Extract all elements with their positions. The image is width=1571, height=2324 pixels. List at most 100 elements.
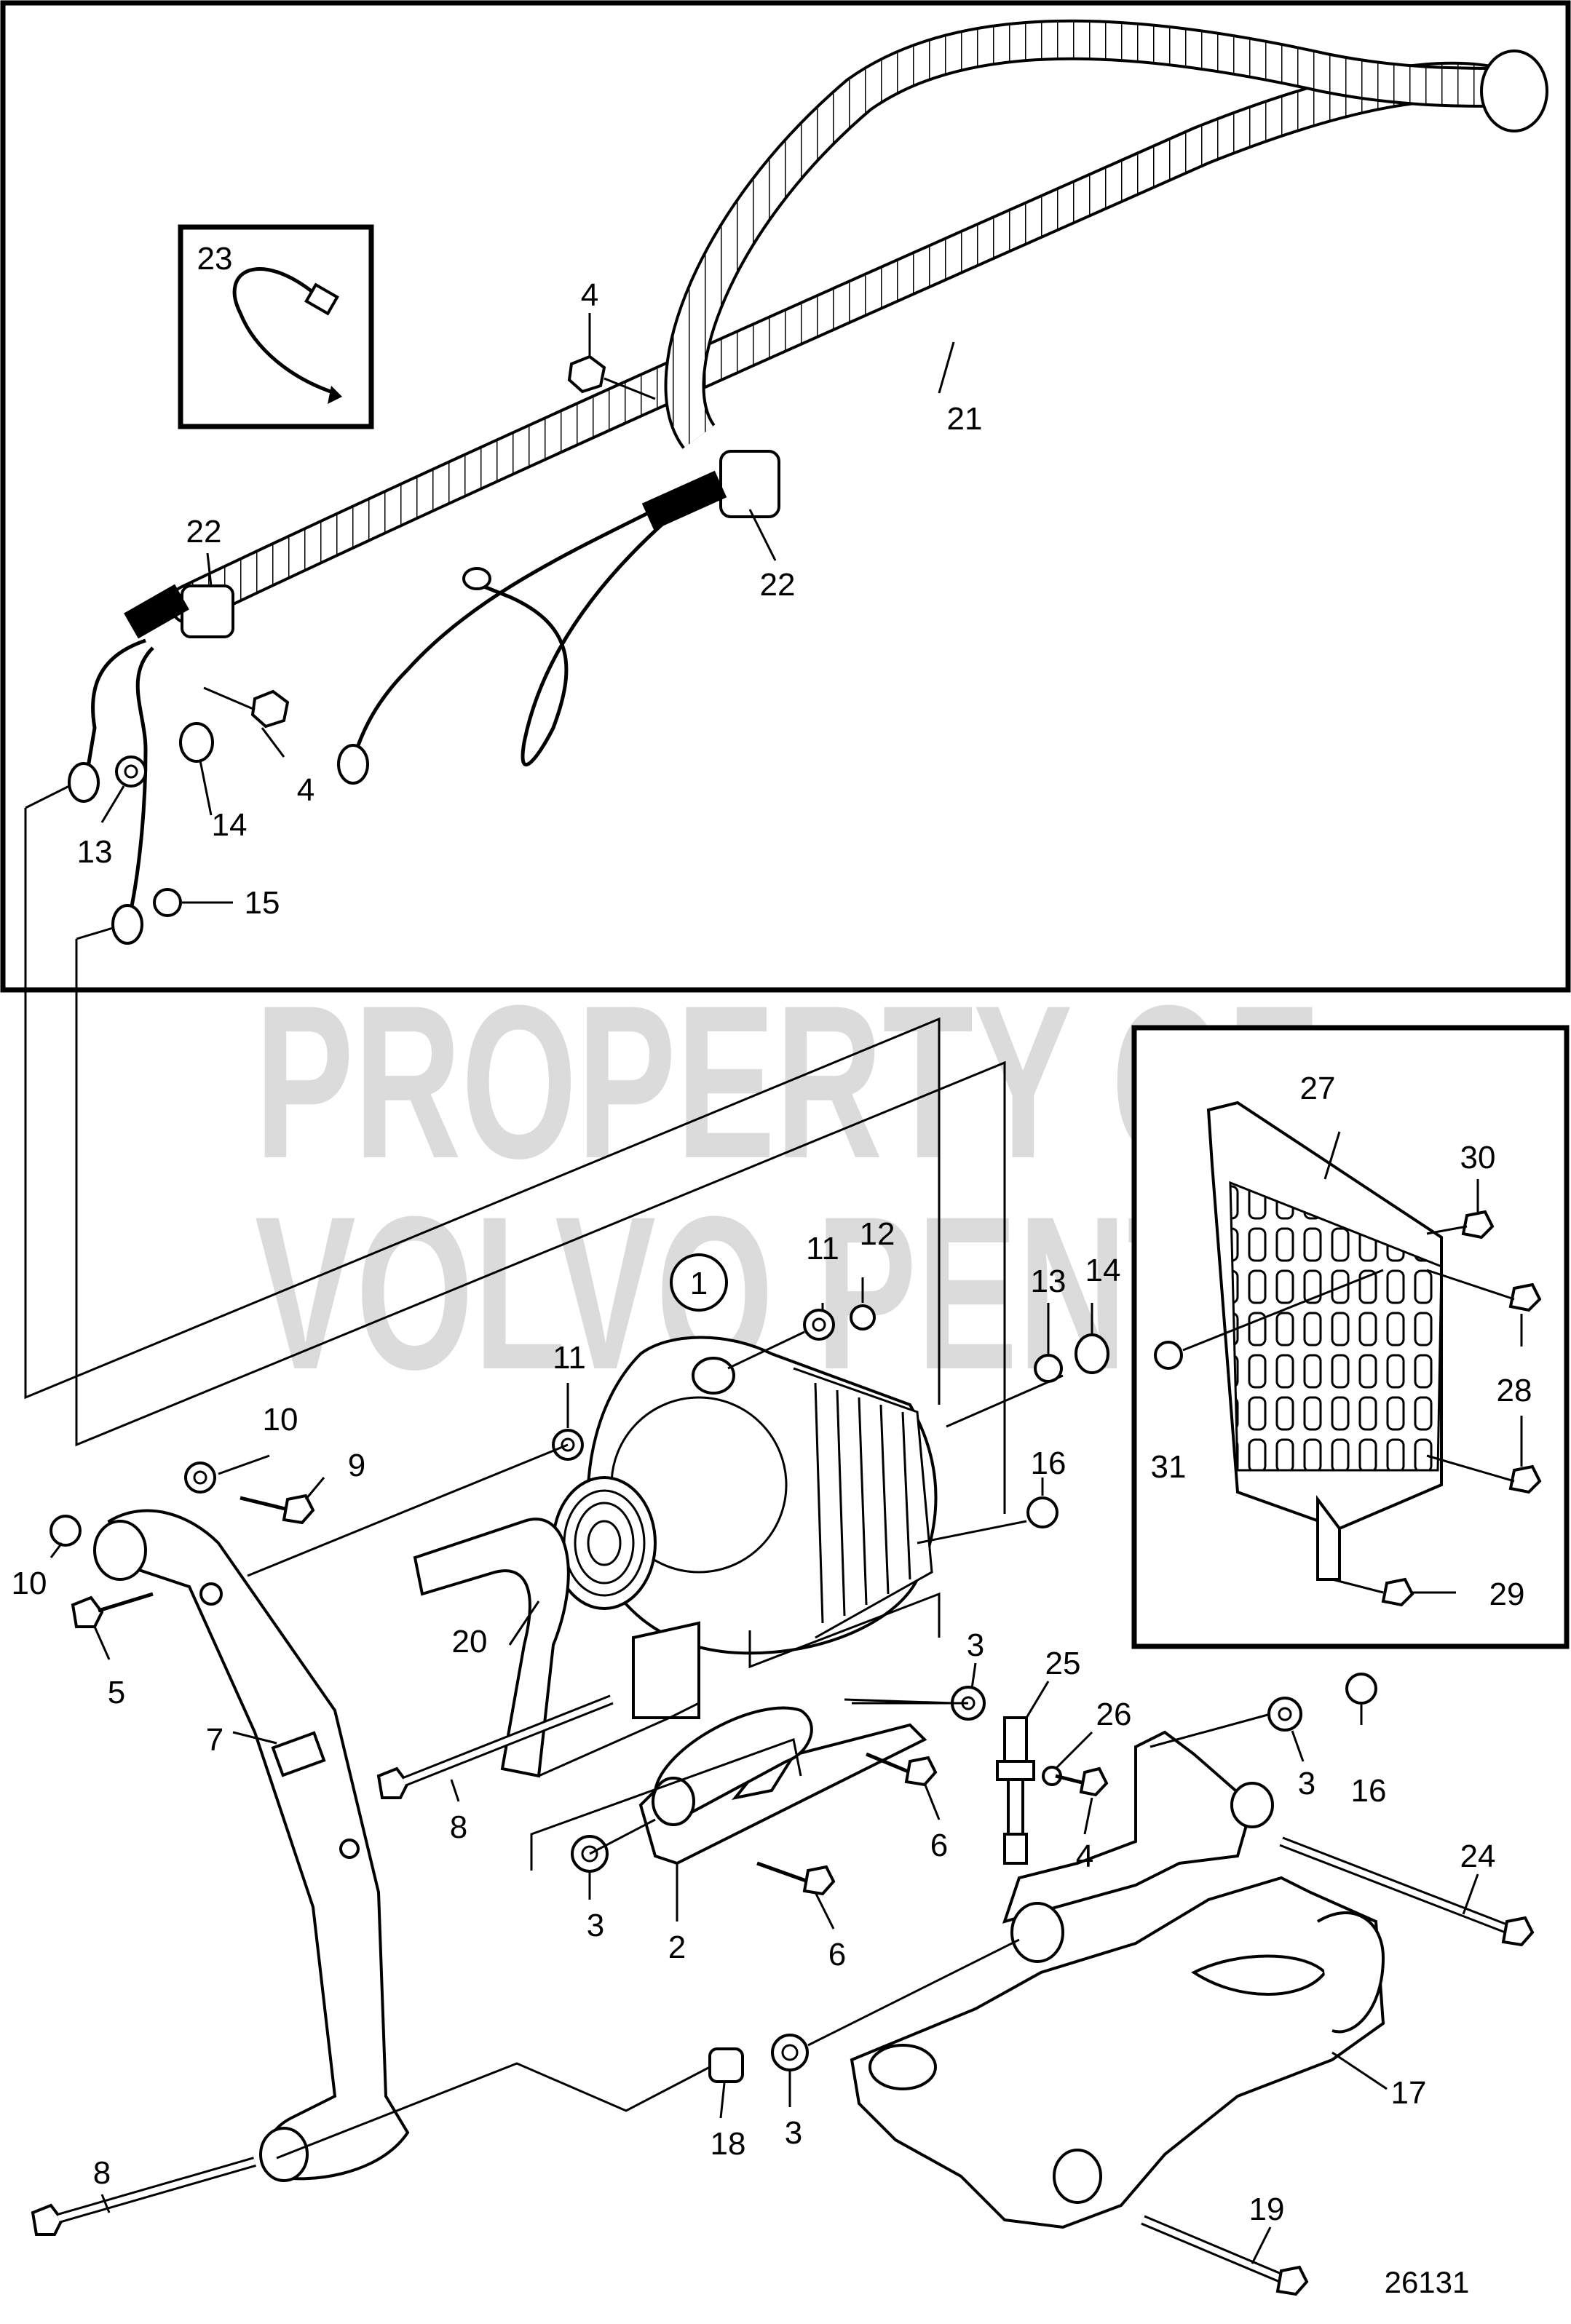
callout-17: 17 (1391, 2075, 1427, 2111)
nut-16a (1026, 1496, 1058, 1528)
callout-labels: 23 4 21 22 22 4 13 14 15 27 30 28 31 29 … (12, 241, 1532, 2227)
cable-lug-left-2 (129, 646, 154, 911)
callout-29: 29 (1489, 1577, 1525, 1612)
leader-lines-upper (25, 313, 955, 940)
callout-6-lower: 6 (828, 1937, 846, 1972)
callout-24: 24 (1460, 1839, 1496, 1874)
screw-30 (1426, 1179, 1495, 1240)
callout-21: 21 (947, 401, 983, 437)
cable-tie-head (304, 282, 339, 316)
bracket-arm-clip (271, 1731, 326, 1777)
callout-25: 25 (1045, 1646, 1081, 1681)
callout-16-lower: 16 (1351, 1773, 1387, 1809)
callout-30: 30 (1460, 1140, 1496, 1175)
callout-3-bottom: 3 (785, 2115, 802, 2151)
callout-18: 18 (711, 2126, 746, 2162)
engine-bracket (850, 1876, 1385, 2229)
cover-slot-grid (1229, 1181, 1443, 1472)
callout-4-upper-b: 4 (297, 772, 314, 808)
bracket-arm-eye-top (93, 1520, 147, 1581)
callout-13-lower: 13 (1031, 1264, 1067, 1299)
alternator-mount-ear-top (692, 1357, 735, 1395)
protective-cover-inset (1131, 1025, 1570, 1649)
corrugated-hose-branch (667, 22, 1500, 448)
callout-2: 2 (668, 1930, 686, 1965)
callout-28: 28 (1497, 1373, 1532, 1408)
engine-bracket-bore-3 (1230, 1782, 1274, 1828)
cable-lug-right-1 (355, 507, 657, 750)
callout-11-top: 11 (806, 1231, 839, 1266)
leader-31 (1182, 1269, 1384, 1352)
cable-lug-right-2 (472, 523, 664, 767)
nut-31 (1154, 1341, 1183, 1370)
screw-28a (1426, 1269, 1542, 1312)
hose-clamp-left (181, 584, 234, 638)
engine-bracket-upper (1002, 1730, 1254, 1924)
document-number: 26131 (1385, 2265, 1470, 2299)
upper-panel-frame (0, 0, 1571, 993)
bracket-arm (107, 1509, 410, 2181)
bolt-upper-4a (567, 354, 656, 400)
cable-lug-eye-3 (337, 744, 369, 785)
engine-bracket-port (868, 2044, 937, 2090)
bolt-8a (376, 1694, 614, 1799)
callout-4-upper-a: 4 (581, 277, 598, 313)
callout-14-lower: 14 (1085, 1253, 1121, 1288)
callout-10-left: 10 (12, 1566, 47, 1601)
assembly-number: 1 (690, 1266, 708, 1301)
callout-6-right: 6 (930, 1828, 948, 1863)
callout-9: 9 (348, 1448, 365, 1483)
nut-12 (850, 1304, 876, 1330)
bolt-4c (1055, 1766, 1109, 1797)
callout-20: 20 (452, 1624, 488, 1659)
alternator-fins (814, 1382, 911, 1624)
nut-10b (50, 1515, 82, 1547)
callout-13-upper: 13 (77, 834, 113, 870)
bolt-8b (31, 2157, 256, 2236)
inset-frame-23 (178, 224, 374, 429)
callout-3-right: 3 (1298, 1766, 1315, 1801)
cable-harness-panel (0, 0, 1571, 993)
cable-lug-left-1 (85, 638, 146, 772)
cover-tab (1316, 1495, 1341, 1581)
bracket-arm-hole-2 (339, 1839, 360, 1859)
engine-bracket-bore-2 (1053, 2149, 1102, 2204)
callout-4-lower: 4 (1076, 1839, 1093, 1874)
cable-lug-eye-1 (68, 762, 100, 803)
cable-boot-right (641, 470, 727, 531)
leader-lines-lower (50, 1277, 1479, 2264)
nut-14b (1075, 1333, 1109, 1374)
callout-16-upper: 16 (1031, 1445, 1067, 1481)
engine-bracket-bore (1010, 1902, 1064, 1963)
cable-tie (232, 267, 336, 395)
bolt-24 (1279, 1836, 1535, 1947)
connection-lines (24, 808, 1006, 1514)
alternator-assembly: 1 (31, 1253, 1535, 2296)
alternator-mount-foot (632, 1621, 700, 1719)
nut-14a (179, 722, 214, 763)
callout-8-lower: 8 (93, 2155, 111, 2191)
corrugated-hose-outline-branch (664, 19, 1500, 449)
callout-23: 23 (197, 241, 233, 277)
spacer-18 (708, 2047, 744, 2083)
callout-3-top: 3 (967, 1627, 984, 1663)
bracket-arm-hole (199, 1582, 223, 1606)
callout-8-upper: 8 (450, 1809, 467, 1845)
nut-15 (153, 888, 182, 917)
bolt-19 (1141, 2215, 1309, 2296)
leader-27 (1323, 1131, 1341, 1180)
drive-belt (413, 1518, 570, 1778)
cable-lug-eye-2 (111, 904, 143, 945)
cable-lug-eye-4 (462, 567, 491, 590)
bolt-6b (756, 1861, 836, 1896)
callout-7: 7 (206, 1722, 223, 1758)
callout-3-left: 3 (587, 1908, 604, 1943)
callout-22-left: 22 (186, 514, 222, 550)
cable-tie-end (328, 386, 342, 404)
sensor (996, 1716, 1035, 1865)
callout-11-left: 11 (553, 1340, 586, 1376)
callout-14-upper: 14 (212, 807, 248, 843)
corrugated-hose-main (172, 64, 1517, 622)
callout-27: 27 (1300, 1071, 1336, 1106)
